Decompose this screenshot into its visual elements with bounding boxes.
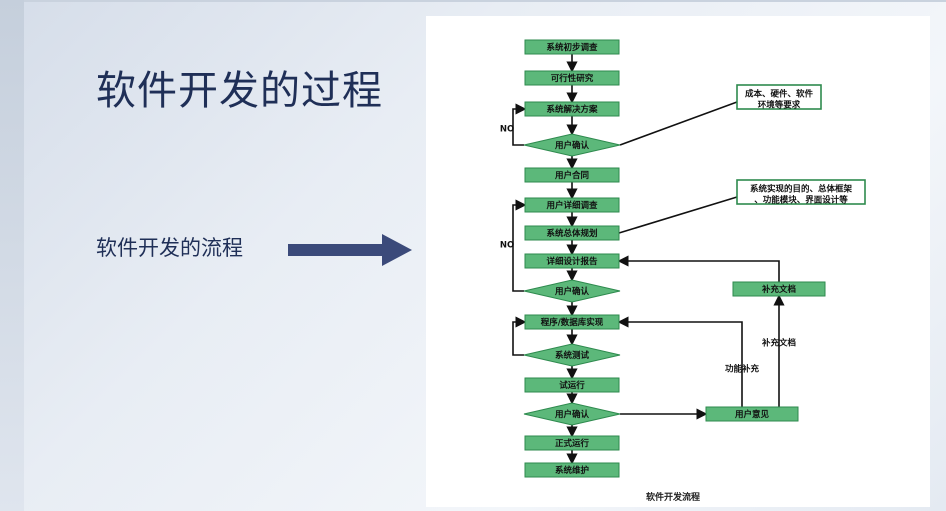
to-design-report	[617, 255, 780, 282]
supplement-doc-shape	[732, 281, 826, 297]
user-feedback-shape	[705, 406, 799, 422]
note-cost-line-1: 成本、硬件、软件	[745, 89, 814, 100]
step-overall-plan: 系统总体规划	[546, 228, 597, 239]
step-maintenance: 系统维护	[555, 465, 590, 476]
note-planning-line-1: 系统实现的目的、总体框架	[750, 184, 853, 195]
slide-title: 软件开发的过程	[96, 68, 383, 114]
step-initial-survey-shape	[524, 39, 620, 55]
func-supplement-path	[617, 316, 743, 407]
decision-user-confirm-3: 用户确认	[554, 409, 590, 420]
decision-system-test-shape	[523, 343, 621, 367]
user-feedback-box: 用户意见	[734, 409, 770, 420]
step-production-shape	[524, 435, 620, 451]
step-overall-plan-shape	[524, 225, 620, 241]
loop-test	[512, 316, 527, 356]
decision-user-confirm-3-shape	[523, 402, 621, 426]
step-production: 正式运行	[555, 438, 590, 449]
flowchart-panel: 系统初步调查可行性研究系统解决方案用户确认用户合同用户详细调查系统总体规划详细设…	[426, 16, 930, 507]
step-implementation-shape	[524, 314, 620, 330]
edge-label-no-1: NO	[500, 125, 514, 135]
note-cost-connector	[619, 101, 738, 146]
flowchart: 系统初步调查可行性研究系统解决方案用户确认用户合同用户详细调查系统总体规划详细设…	[500, 39, 866, 478]
step-design-report-shape	[524, 253, 620, 269]
decision-system-test: 系统测试	[555, 350, 590, 361]
step-contract-shape	[524, 167, 620, 183]
edge-label-doc-supplement: 补充文档	[761, 338, 797, 349]
right-arrow-icon	[288, 234, 412, 266]
step-trial-run-shape	[524, 377, 620, 393]
step-feasibility: 可行性研究	[551, 73, 594, 84]
loop-no-2	[512, 199, 527, 292]
step-initial-survey: 系统初步调查	[546, 42, 598, 53]
note-planning-box	[736, 179, 866, 205]
note-planning-line-2: 、功能模块、界面设计等	[754, 195, 848, 206]
decision-user-confirm-2: 用户确认	[554, 286, 590, 297]
note-planning-connector	[618, 196, 738, 234]
step-maintenance-shape	[524, 462, 620, 478]
step-detail-survey-shape	[524, 197, 620, 213]
flowchart-caption: 软件开发流程	[646, 493, 701, 503]
loop-no-1	[512, 103, 527, 146]
step-detail-survey: 用户详细调查	[545, 200, 598, 211]
step-trial-run: 试运行	[559, 380, 585, 391]
top-border	[0, 0, 946, 2]
slide-subtitle: 软件开发的流程	[96, 236, 243, 260]
decision-user-confirm-1: 用户确认	[554, 140, 590, 151]
left-decor-bar	[0, 0, 24, 511]
step-feasibility-shape	[524, 70, 620, 86]
decision-user-confirm-2-shape	[523, 279, 621, 303]
note-cost-box	[736, 84, 822, 110]
step-solution: 系统解决方案	[546, 104, 598, 115]
decision-user-confirm-1-shape	[523, 133, 621, 157]
note-cost-line-2: 环境等要求	[758, 100, 801, 111]
edge-label-func-supplement: 功能补充	[725, 364, 760, 375]
supplement-doc-box: 补充文档	[761, 284, 797, 295]
edge-label-no-2: NO	[500, 241, 514, 251]
step-solution-shape	[524, 101, 620, 117]
step-contract: 用户合同	[554, 170, 589, 181]
step-design-report: 详细设计报告	[546, 256, 598, 267]
step-implementation: 程序/数据库实现	[541, 317, 604, 328]
